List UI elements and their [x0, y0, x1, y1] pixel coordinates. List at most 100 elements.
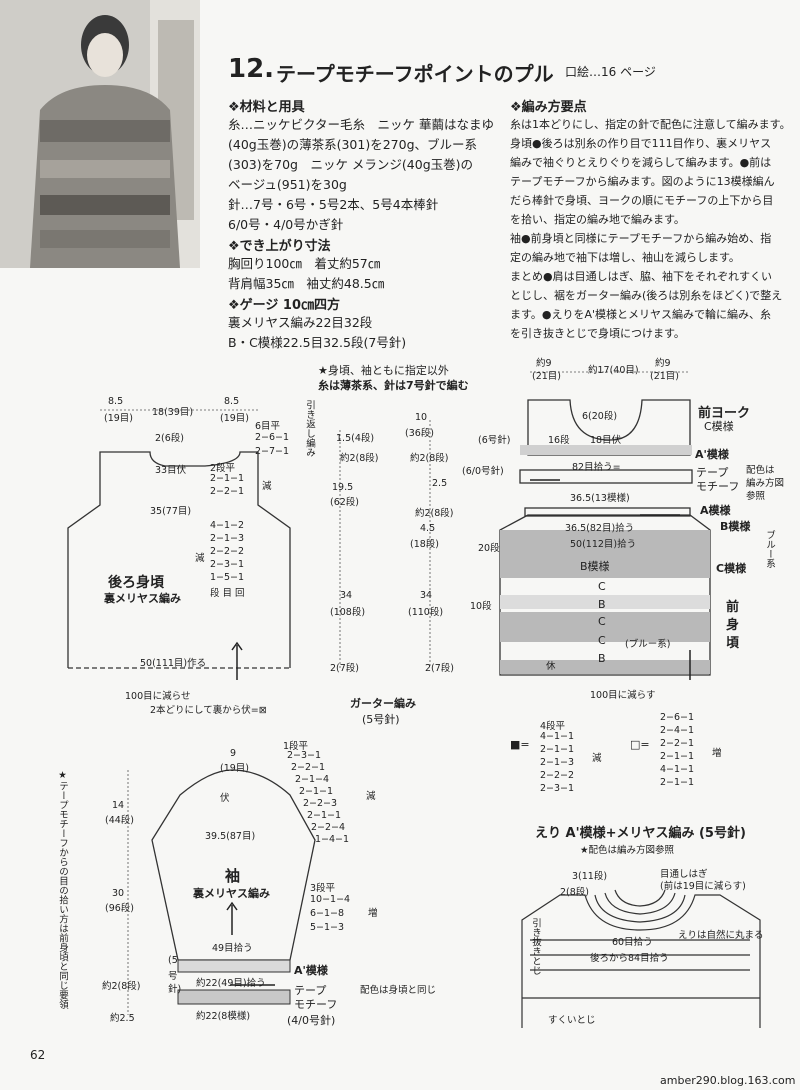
gauge-line: 裏メリヤス編み22目32段: [228, 315, 373, 330]
dim: 4.5: [420, 523, 436, 534]
materials-line: 針…7号・6号・5号2本、5号4本棒針: [228, 197, 439, 212]
collar-note: ★配色は編み方図参照: [580, 845, 675, 856]
method-line: 身頃●後ろは別糸の作り目で111目作り、裏メリヤス: [510, 137, 772, 150]
sleeve-shape: 1−4−1: [315, 834, 350, 845]
front-dim: 36.5(82目)拾う: [565, 523, 635, 534]
method-line: まとめ●肩は目通しはぎ、脇、袖下をそれぞれすくい: [510, 270, 773, 283]
method-line: だら棒針で身頃、ヨークの順にモチーフの上下から目: [510, 194, 774, 207]
front-dim: 16段: [548, 435, 570, 446]
front-dim: 100目に減らす: [590, 690, 656, 701]
model-photo: [0, 0, 200, 268]
sleeve-dim: 約22(49目)拾う: [196, 978, 266, 989]
front-dim: (21目): [532, 371, 562, 382]
sleeve-dim: 49目拾う: [212, 943, 253, 954]
sleeve-dim: 約22(8模様): [196, 1011, 251, 1022]
materials-line: 6/0号・4/0号かぎ針: [228, 217, 344, 232]
front-dim: 約9: [655, 358, 671, 369]
front-yoke-label: 前ヨーク: [698, 406, 751, 421]
dim: (62段): [330, 497, 360, 508]
sleeve-shape: 2−2−1: [291, 762, 326, 773]
sleeve-tape: モチーフ: [294, 998, 338, 1011]
back-dim: 2段平: [210, 463, 236, 474]
dim: (36段): [405, 428, 435, 439]
page-number: 62: [30, 1048, 46, 1062]
front-blue: ブルー系: [764, 530, 775, 568]
front-dim: 50(112目)拾う: [570, 539, 637, 550]
front-band: B: [598, 652, 606, 665]
front-tape: モチーフ: [696, 480, 740, 493]
legend-line: 4−1−1: [540, 731, 575, 742]
back-dim: 8.5: [108, 396, 124, 407]
front-body-label: 身: [726, 618, 740, 633]
dim: 約2(8段): [340, 453, 379, 464]
sleeve-color: 配色は身頃と同じ: [360, 985, 437, 996]
sleeve-v: 約2(8段): [102, 981, 141, 992]
method-line: を拾い、指定の編み地で編みます。: [510, 213, 685, 226]
method-line: 糸は1本どりにし、指定の針で配色に注意して編みます。: [510, 118, 791, 131]
sleeve-outline: [151, 769, 316, 961]
sleeve-shape: 2−3−1: [287, 750, 322, 761]
dim: 2.5: [432, 478, 448, 489]
dim: 34: [420, 590, 433, 601]
sleeve-v: (44段): [105, 815, 135, 826]
sleeve-v: 14: [112, 800, 125, 811]
collar-dim: 引き抜きとじ: [530, 918, 541, 975]
front-a-rect: [524, 507, 691, 517]
back-body-outline: [67, 451, 291, 668]
collar-dim: えりは自然に丸まる: [678, 930, 764, 941]
materials-line: (303)を70g ニッケ メランジ(40g玉巻)の: [228, 157, 474, 172]
sleeve-v: 約2.5: [110, 1013, 135, 1024]
front-dim: 約9: [536, 358, 552, 369]
front-band: C: [598, 634, 606, 647]
back-dim: 段 目 回: [210, 588, 245, 599]
sleeve-dim: (19目): [220, 763, 250, 774]
dim: 2(7段): [330, 663, 360, 674]
back-dim: 35(77目): [150, 506, 192, 517]
sleeve-sub: 裏メリヤス編み: [193, 887, 270, 900]
page-title: テープモチーフポイントのプル: [276, 62, 554, 86]
legend-line: 2−1−1: [540, 744, 575, 755]
front-dim: 82目拾う=: [572, 462, 621, 473]
front-band: C: [598, 580, 606, 593]
back-dim: 1−5−1: [210, 572, 245, 583]
front-tape: テープ: [696, 466, 729, 479]
legend-word: 減: [592, 753, 602, 764]
legend-line: 2−4−1: [660, 725, 695, 736]
gauge-line: B・C模様22.5目32.5段(7号針): [228, 335, 407, 350]
dim: 1.5(4段): [336, 433, 375, 444]
back-sub: 裏メリヤス編み: [104, 592, 181, 605]
method-line: 編みで袖ぐりとえりぐりを減らして編みます。●前は: [510, 156, 772, 169]
back-dim: 100目に減らせ: [125, 691, 191, 702]
front-dim: 約17(40目): [588, 365, 639, 376]
sleeve-v: (96段): [105, 903, 135, 914]
sleeve-width: 39.5(87目): [205, 831, 256, 842]
dim: 2(7段): [425, 663, 455, 674]
method-line: ます。●えりをA'模様とメリヤス編みで輪に編み、糸: [510, 308, 772, 321]
back-dim: 2−7−1: [255, 446, 290, 457]
back-dim: 50(111目)作る: [140, 658, 207, 669]
front-body-label: 頃: [726, 636, 740, 651]
collar-dim: 目通しはぎ: [660, 869, 708, 880]
method-heading: ❖編み方要点: [510, 100, 587, 115]
legend-line: 2−1−1: [660, 751, 695, 762]
back-label: 後ろ身頃: [108, 575, 164, 591]
collar-title: えり A'模様+メリヤス編み (5号針): [535, 826, 746, 841]
materials-line: ベージュ(951)を30g: [228, 177, 347, 192]
legend-black: ■=: [510, 738, 530, 751]
method-line: 定の編み地で袖下は増し、袖山を減らします。: [510, 251, 740, 264]
back-dim: 33目伏: [155, 465, 187, 476]
legend-line: 2−2−1: [660, 738, 695, 749]
front-dim: 18目伏: [590, 435, 622, 446]
sleeve-shape: 2−2−4: [311, 822, 346, 833]
legend-line: 2−1−3: [540, 757, 575, 768]
gauge-heading: ❖ゲージ 10㎝四方: [228, 298, 341, 313]
front-dim: 6(20段): [582, 411, 618, 422]
sleeve-note: ★テープモチーフからの目の拾い方は前身頃と同じ要領: [57, 770, 68, 1009]
method-line: 袖●前身頃と同様にテープモチーフから編み始め、指: [510, 232, 772, 245]
front-band: 休: [546, 661, 556, 672]
dim: 約2(8段): [415, 508, 454, 519]
footer-credit: amber290.blog.163.com: [660, 1074, 796, 1087]
back-dim: 2−6−1: [255, 432, 290, 443]
back-dim: (19目): [104, 413, 134, 424]
